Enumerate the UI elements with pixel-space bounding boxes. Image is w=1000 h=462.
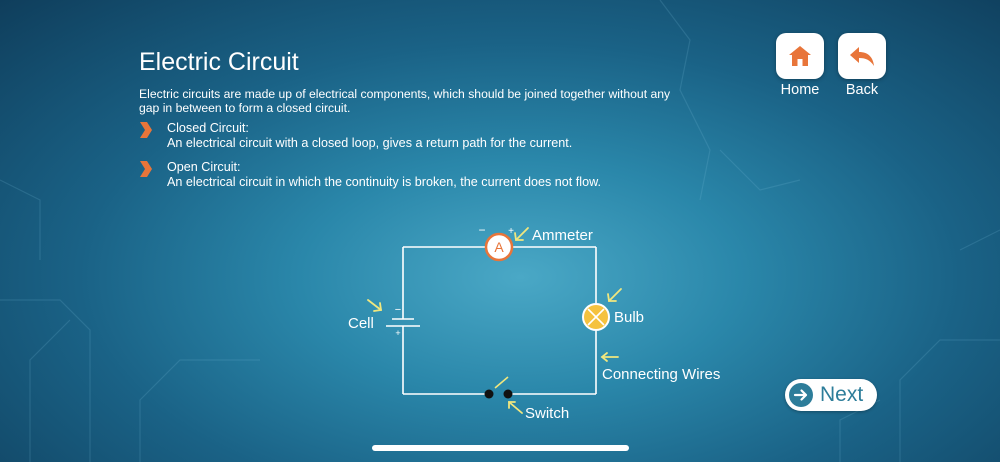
switch-pointer-arrow (508, 401, 523, 414)
reply-arrow-icon (850, 47, 874, 66)
chevron-right-icon (140, 161, 152, 177)
ammeter-minus: − (478, 223, 485, 237)
page-title: Electric Circuit (139, 48, 299, 76)
switch-contact-right (503, 389, 513, 399)
switch-contact-left (484, 389, 494, 399)
wires-pointer-arrow (600, 352, 619, 362)
ammeter-pointer-arrow (514, 227, 529, 241)
next-button[interactable]: Next (785, 379, 877, 411)
connecting-wires-label: Connecting Wires (602, 366, 721, 383)
cell-plus: + (395, 328, 400, 338)
open-circuit-text: An electrical circuit in which the conti… (167, 175, 601, 189)
open-circuit-heading: Open Circuit: (167, 160, 241, 174)
home-indicator-bar[interactable] (372, 445, 629, 451)
back-label[interactable]: Back (845, 82, 879, 98)
bulb-cross-b (587, 308, 605, 326)
home-icon (789, 46, 811, 66)
cell-pointer-arrow (367, 299, 383, 312)
intro-text: Electric circuits are made up of electri… (139, 87, 671, 115)
bulb-label: Bulb (614, 309, 645, 326)
home-label[interactable]: Home (780, 82, 820, 98)
back-button[interactable] (838, 33, 886, 79)
next-label[interactable]: Next (820, 383, 864, 406)
ammeter-symbol: A (494, 239, 504, 255)
closed-circuit-text: An electrical circuit with a closed loop… (167, 136, 573, 150)
chevron-right-icon (140, 122, 152, 138)
ammeter-label: Ammeter (532, 227, 593, 244)
arrow-right-circle-icon (789, 383, 813, 407)
ammeter-icon (484, 232, 514, 262)
switch-lever (494, 376, 509, 389)
switch-label: Switch (525, 405, 570, 422)
cell-label: Cell (348, 315, 374, 332)
bulb-pointer-arrow (607, 288, 622, 302)
home-button[interactable] (776, 33, 824, 79)
cell-minus: − (395, 304, 401, 316)
ammeter-plus: + (508, 226, 514, 237)
closed-circuit-heading: Closed Circuit: (167, 121, 249, 135)
